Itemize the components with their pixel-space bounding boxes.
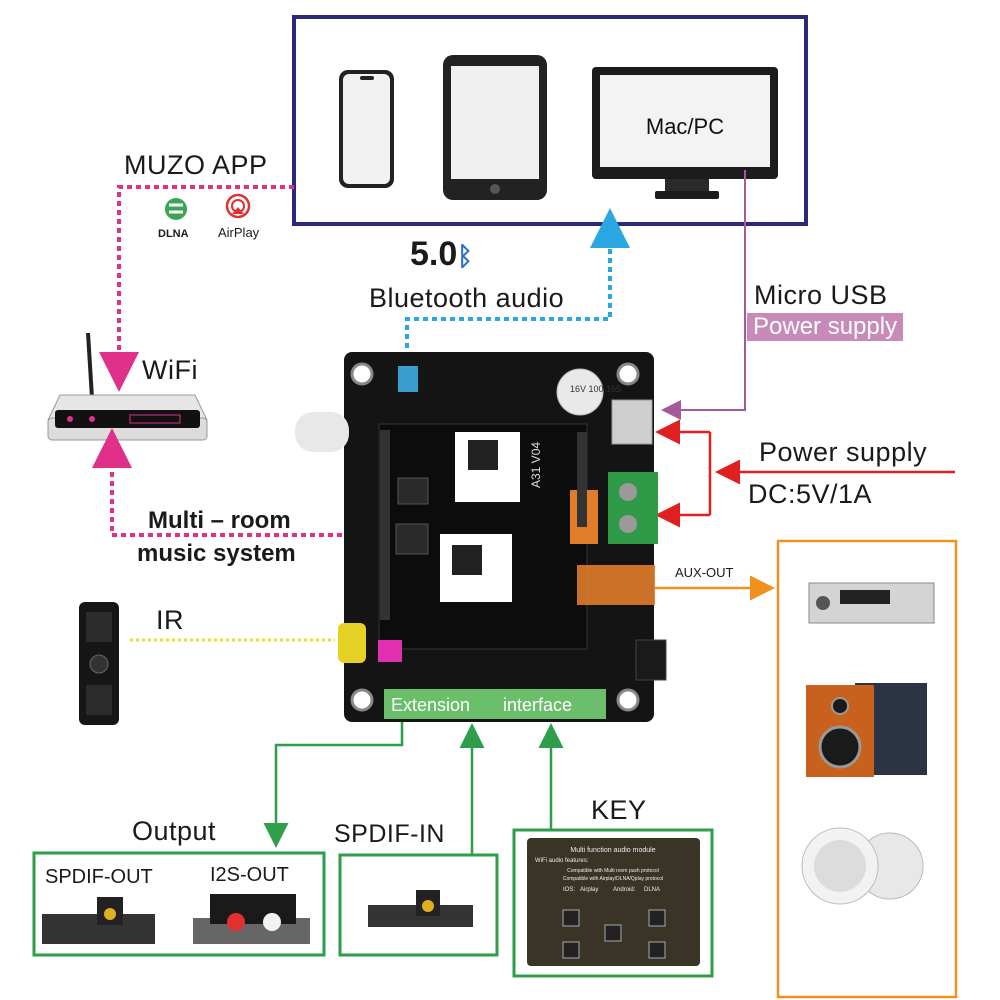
multiroom-label-line2: music system <box>137 540 296 567</box>
key-buttons <box>562 909 666 959</box>
airplay-label: AirPlay <box>218 225 260 240</box>
bookshelf-speaker-icon <box>806 683 927 777</box>
key-board <box>527 838 700 966</box>
router-icon <box>47 332 208 441</box>
i2s-out-board <box>193 894 310 944</box>
output-connection <box>263 718 404 848</box>
key-box <box>512 828 714 978</box>
micro-usb-label: Micro USB <box>754 280 888 310</box>
dlna-label: DLNA <box>158 228 189 240</box>
bluetooth-icon: ᛒ <box>457 241 473 271</box>
dlna-icon <box>165 198 187 220</box>
key-dlna: DLNA <box>644 887 660 893</box>
muzo-app-label: MUZO APP <box>124 150 268 180</box>
key-airplay: Airplay <box>580 887 598 893</box>
amplifier-icon <box>808 582 935 624</box>
spdif-out-board <box>42 897 155 944</box>
usb-power-supply-label: Power supply <box>747 313 904 341</box>
key-subtitle: WiFi audio features: <box>535 858 589 864</box>
airplay-icon <box>225 193 251 219</box>
board-module-label: A31 V04 <box>529 442 543 488</box>
tablet-icon <box>443 55 547 200</box>
extension-label-right: interface <box>503 695 572 715</box>
remote-control-icon <box>79 602 119 725</box>
devices-box <box>292 15 808 226</box>
output-label: Output <box>132 816 217 846</box>
main-board <box>295 352 667 722</box>
key-label: KEY <box>591 795 647 825</box>
wifi-label: WiFi <box>142 355 198 385</box>
speakers-box <box>776 539 958 999</box>
mac-pc-label: Mac/PC <box>646 114 724 139</box>
dc-label: DC:5V/1A <box>748 479 873 509</box>
bluetooth-audio-label: Bluetooth audio <box>369 283 565 313</box>
muzo-app-connection <box>99 185 294 392</box>
bluetooth-connection <box>405 208 630 348</box>
phone-icon <box>339 70 394 188</box>
key-ios: IOS: <box>563 887 575 893</box>
spdif-in-box <box>338 853 499 957</box>
aux-out-label: AUX-OUT <box>675 565 734 580</box>
spdif-in-board <box>368 890 473 927</box>
spdif-in-label: SPDIF-IN <box>334 820 445 848</box>
ir-label: IR <box>156 605 184 635</box>
bt-version-text: 5.0 <box>410 235 458 273</box>
key-title: Multi function audio module <box>570 847 655 854</box>
power-supply-label: Power supply <box>759 437 928 467</box>
spdif-out-label: SPDIF-OUT <box>45 866 153 888</box>
i2s-out-label: I2S-OUT <box>210 864 289 886</box>
extension-label-left: Extension <box>391 695 470 715</box>
micro-usb-connection <box>661 170 746 420</box>
multiroom-label-line1: Multi – room <box>148 507 291 534</box>
monitor-icon <box>592 67 778 199</box>
output-box <box>32 851 326 957</box>
power-connection <box>655 419 955 528</box>
key-line2: Compatible with Airplay/DLNA/Qplay proto… <box>563 876 663 882</box>
key-line1: Compatible with Multi room push protocol <box>567 868 659 874</box>
board-cap-label: 16V 100 165 <box>570 384 621 394</box>
bt-version-label: 5.0ᛒ <box>410 235 473 274</box>
extension-header <box>384 689 606 719</box>
ceiling-speaker-icon <box>801 827 924 905</box>
multiroom-connection <box>92 428 378 537</box>
key-android: Android: <box>613 887 636 893</box>
